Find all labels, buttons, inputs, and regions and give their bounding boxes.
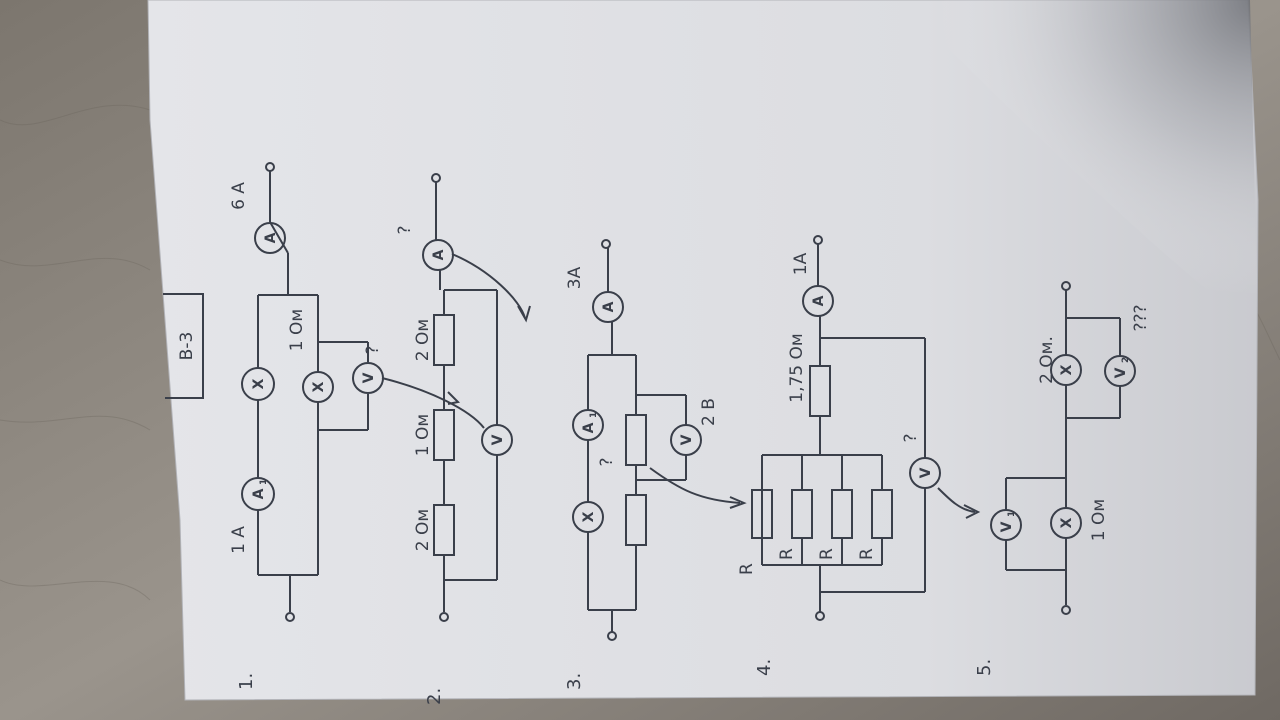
problem-5-r-bottom: 1 Ом (1089, 499, 1109, 541)
problem-1-voltmeter: V (361, 372, 377, 383)
problem-2-r1: 2 Ом (413, 509, 433, 551)
problem-5-lamp-1: X (1059, 517, 1075, 528)
problem-3-ammeter-a1-sub: 1 (589, 412, 599, 418)
problem-1-meters: A 1 X X V A (251, 232, 377, 499)
problem-3-circuit (572, 239, 747, 641)
problem-5-r-top: 2 Ом. (1037, 336, 1057, 384)
problem-4-labels: 4. 1A 1,75 Ом ? (754, 252, 921, 676)
problem-5-question: ??? (1131, 304, 1151, 331)
problem-4-r1-label-3: R (817, 548, 837, 560)
problem-4-r1-label-1: R (737, 563, 757, 575)
problem-5-circuit (990, 281, 1136, 615)
problem-1-ammeter-a: A (263, 232, 279, 243)
problem-3-meters: X A 1 V A (581, 301, 695, 522)
problem-5-labels: 5. 2 Ом. 1 Ом ??? (974, 304, 1151, 676)
problem-3-voltmeter: V (679, 434, 695, 445)
problem-2-ammeter: A (431, 249, 447, 260)
problem-4-r1-label-4: R (857, 548, 877, 560)
problem-2-r3: 2 Ом (413, 319, 433, 361)
problem-5-lamp-2: X (1059, 364, 1075, 375)
variant-label: B-3 (177, 332, 197, 361)
problem-2-voltmeter: V (490, 434, 506, 445)
problem-5-v1: V (999, 521, 1015, 532)
problem-1-labels: 1. 1 A 6 A 1 Ом ? (229, 182, 383, 690)
problem-2-number: 2. (424, 688, 445, 705)
problem-4-question: ? (901, 433, 921, 442)
problem-3-lamp: X (581, 511, 597, 522)
problem-3-question: ? (597, 457, 617, 466)
problem-3-ammeter-a1: A (581, 422, 597, 433)
problem-3-voltage: 2 B (699, 398, 719, 426)
problem-3-labels: 3. 3A 2 B ? (564, 266, 719, 690)
problem-4-circuit (751, 235, 981, 621)
problem-5-number: 5. (974, 659, 995, 676)
problem-4-number: 4. (754, 659, 775, 676)
problem-4-r1-label-2: R (777, 548, 797, 560)
problem-1-lamp-2: X (311, 381, 327, 392)
problem-5-meters: V 1 X X V 2 (999, 357, 1131, 533)
problem-4-voltmeter: V (918, 467, 934, 478)
problem-4-current-a: 1A (791, 252, 811, 275)
problem-1-lamp: X (251, 378, 267, 389)
problem-2-question: ? (395, 225, 415, 234)
problem-1-question: ? (363, 345, 383, 354)
variant-label-box: B-3 (163, 293, 204, 399)
problem-1-ammeter-a1-sub: 1 (259, 479, 269, 485)
problem-2-r2: 1 Ом (413, 414, 433, 456)
problem-1-current-a: 6 A (229, 182, 249, 210)
problem-4-meters: V A R R R R (737, 295, 934, 575)
problem-3-ammeter: A (601, 301, 617, 312)
problem-5-v2-sub: 2 (1121, 357, 1131, 363)
problem-3-current-a: 3A (565, 266, 585, 289)
problem-1-current-a1: 1 A (229, 526, 249, 554)
problem-1-ammeter-a1: A (251, 488, 267, 499)
wood-grain (0, 104, 1280, 601)
problem-1-number: 1. (236, 673, 257, 690)
problem-1-circuit (241, 162, 384, 622)
problem-4-resistor: 1,75 Ом (787, 333, 807, 402)
problem-1-resistor: 1 Ом (287, 309, 307, 351)
paper-shadow (900, 0, 1258, 330)
problem-5-v2: V (1113, 367, 1129, 378)
problem-2-circuit (381, 173, 531, 622)
problem-4-ammeter: A (811, 295, 827, 306)
problem-3-number: 3. (564, 673, 585, 690)
problem-5-v1-sub: 1 (1007, 511, 1017, 517)
problem-2-meters: V A (431, 249, 506, 445)
problem-2-labels: 2. 2 Ом 1 Ом 2 Ом ? (395, 225, 445, 705)
